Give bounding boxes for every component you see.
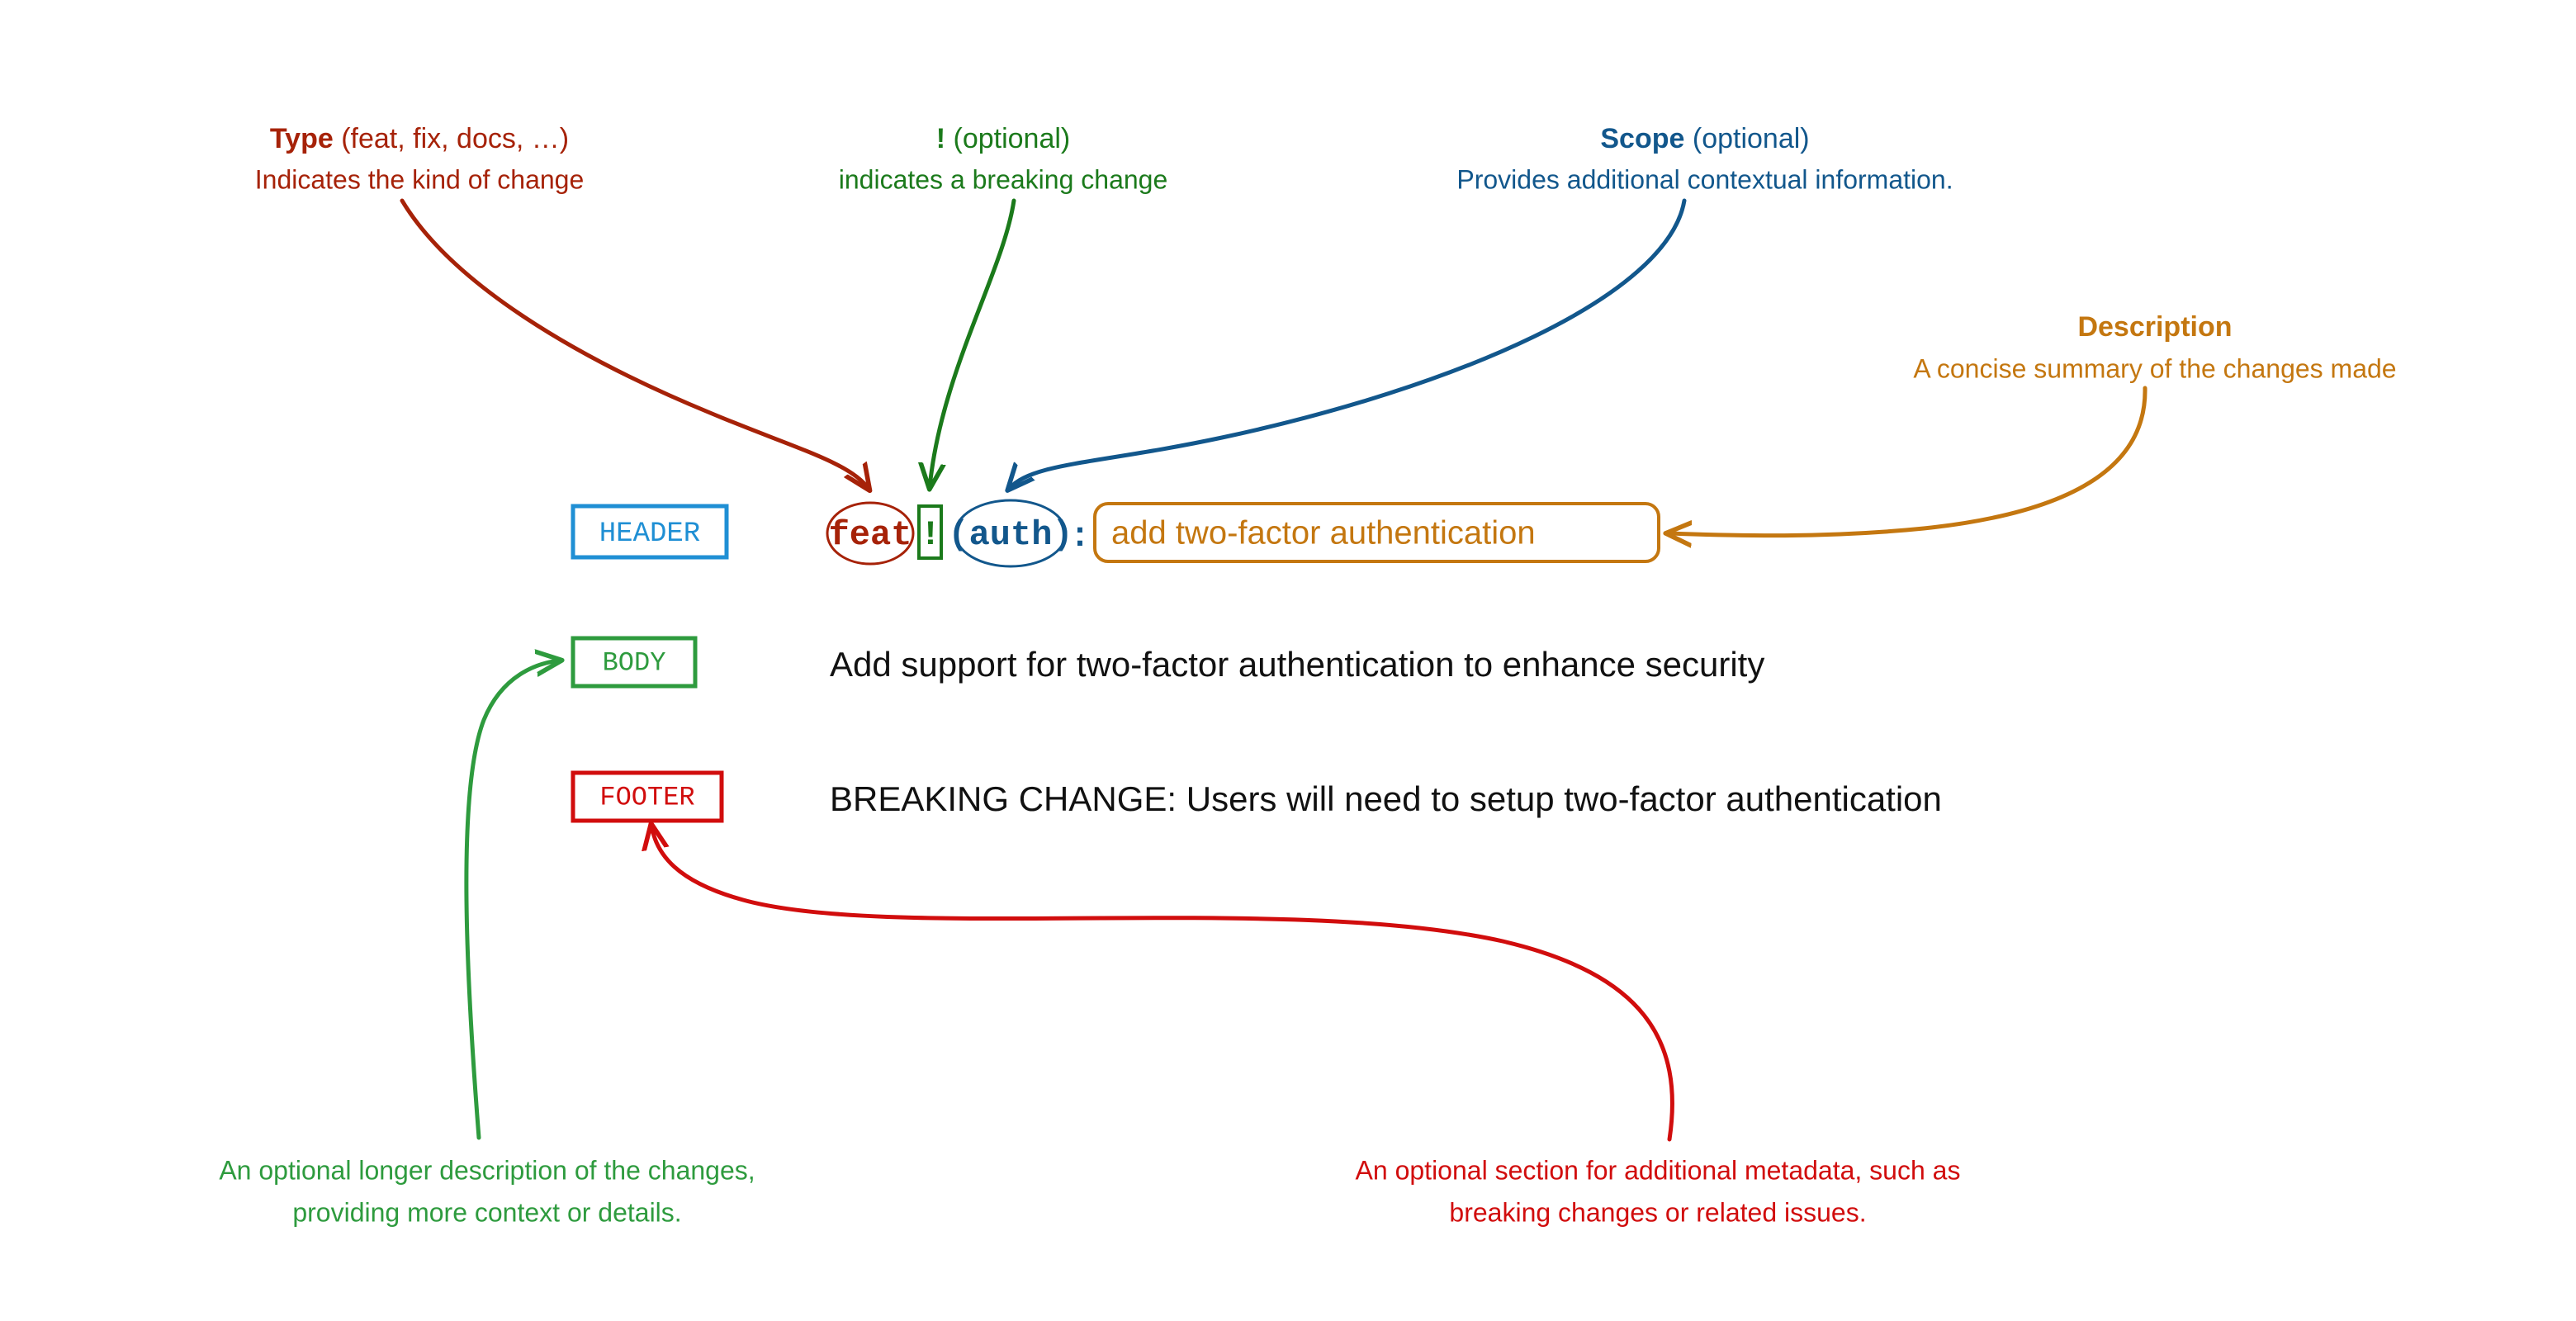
- body-caption-line2: providing more context or details.: [292, 1197, 681, 1227]
- commit-bang-token: !: [917, 504, 943, 560]
- annotation-bang-subtitle: indicates a breaking change: [839, 164, 1168, 194]
- annotation-description: Description A concise summary of the cha…: [1913, 311, 2396, 383]
- arrow-footer-caption-to-footer: [651, 826, 1674, 1142]
- commit-bang-box: [917, 504, 943, 560]
- arrow-type-to-feat: [400, 198, 869, 489]
- arrow-description-to-summary: [1668, 386, 2147, 536]
- annotation-scope-title-suffix: (optional): [1684, 123, 1809, 154]
- commit-footer-text: BREAKING CHANGE: Users will need to setu…: [830, 779, 1942, 818]
- body-label-text: BODY: [603, 647, 666, 678]
- annotation-scope-title-line: Scope (optional): [1600, 123, 1809, 154]
- footer-label: FOOTER: [571, 770, 724, 823]
- body-label-box: [571, 636, 698, 689]
- body-caption: An optional longer description of the ch…: [219, 1155, 755, 1227]
- annotation-bang-title-line: ! (optional): [936, 123, 1071, 154]
- commit-description-text: add two-factor authentication: [1111, 515, 1536, 552]
- commit-description-token: add two-factor authentication: [1093, 502, 1660, 563]
- commit-colon-text: :: [1069, 517, 1090, 556]
- arrow-body-caption-to-body: [464, 660, 560, 1140]
- footer-label-text: FOOTER: [599, 782, 694, 812]
- commit-bang-text: !: [920, 515, 940, 555]
- body-label: BODY: [571, 636, 698, 689]
- header-label-box: [571, 504, 729, 560]
- footer-caption-line1: An optional section for additional metad…: [1356, 1155, 1961, 1185]
- annotation-description-title: Description: [2077, 311, 2232, 343]
- annotation-type-title-line: Type (feat, fix, docs, …): [270, 123, 569, 154]
- commit-scope-text: (auth): [948, 515, 1073, 555]
- arrow-bang-to-marker: [930, 198, 1016, 487]
- annotation-scope-title: Scope: [1600, 123, 1684, 154]
- commit-type-token: feat: [826, 501, 915, 566]
- annotation-bang-title-suffix: (optional): [945, 123, 1070, 154]
- annotation-scope-subtitle: Provides additional contextual informati…: [1456, 164, 1953, 194]
- header-label: HEADER: [571, 504, 729, 560]
- annotation-type-subtitle: Indicates the kind of change: [255, 164, 585, 194]
- footer-label-box: [571, 770, 724, 823]
- annotation-scope: Scope (optional) Provides additional con…: [1456, 123, 1953, 194]
- arrow-scope-to-auth: [1009, 198, 1687, 489]
- annotation-description-subtitle: A concise summary of the changes made: [1913, 353, 2396, 383]
- commit-description-box: [1093, 502, 1660, 563]
- commit-type-ellipse: [826, 501, 915, 566]
- annotation-type-title: Type: [270, 123, 334, 154]
- header-label-text: HEADER: [599, 518, 700, 550]
- annotation-type-title-suffix: (feat, fix, docs, …): [334, 123, 569, 154]
- annotation-type: Type (feat, fix, docs, …) Indicates the …: [255, 123, 585, 194]
- footer-caption: An optional section for additional metad…: [1356, 1155, 1961, 1227]
- annotation-bang-title: !: [936, 123, 945, 154]
- annotation-bang: ! (optional) indicates a breaking change: [839, 123, 1168, 194]
- commit-scope-ellipse: [954, 499, 1068, 568]
- commit-scope-token: (auth): [948, 499, 1073, 568]
- commit-type-text: feat: [829, 515, 912, 555]
- footer-caption-line2: breaking changes or related issues.: [1449, 1197, 1866, 1227]
- commit-body-text: Add support for two-factor authenticatio…: [830, 645, 1764, 684]
- body-caption-line1: An optional longer description of the ch…: [219, 1155, 755, 1185]
